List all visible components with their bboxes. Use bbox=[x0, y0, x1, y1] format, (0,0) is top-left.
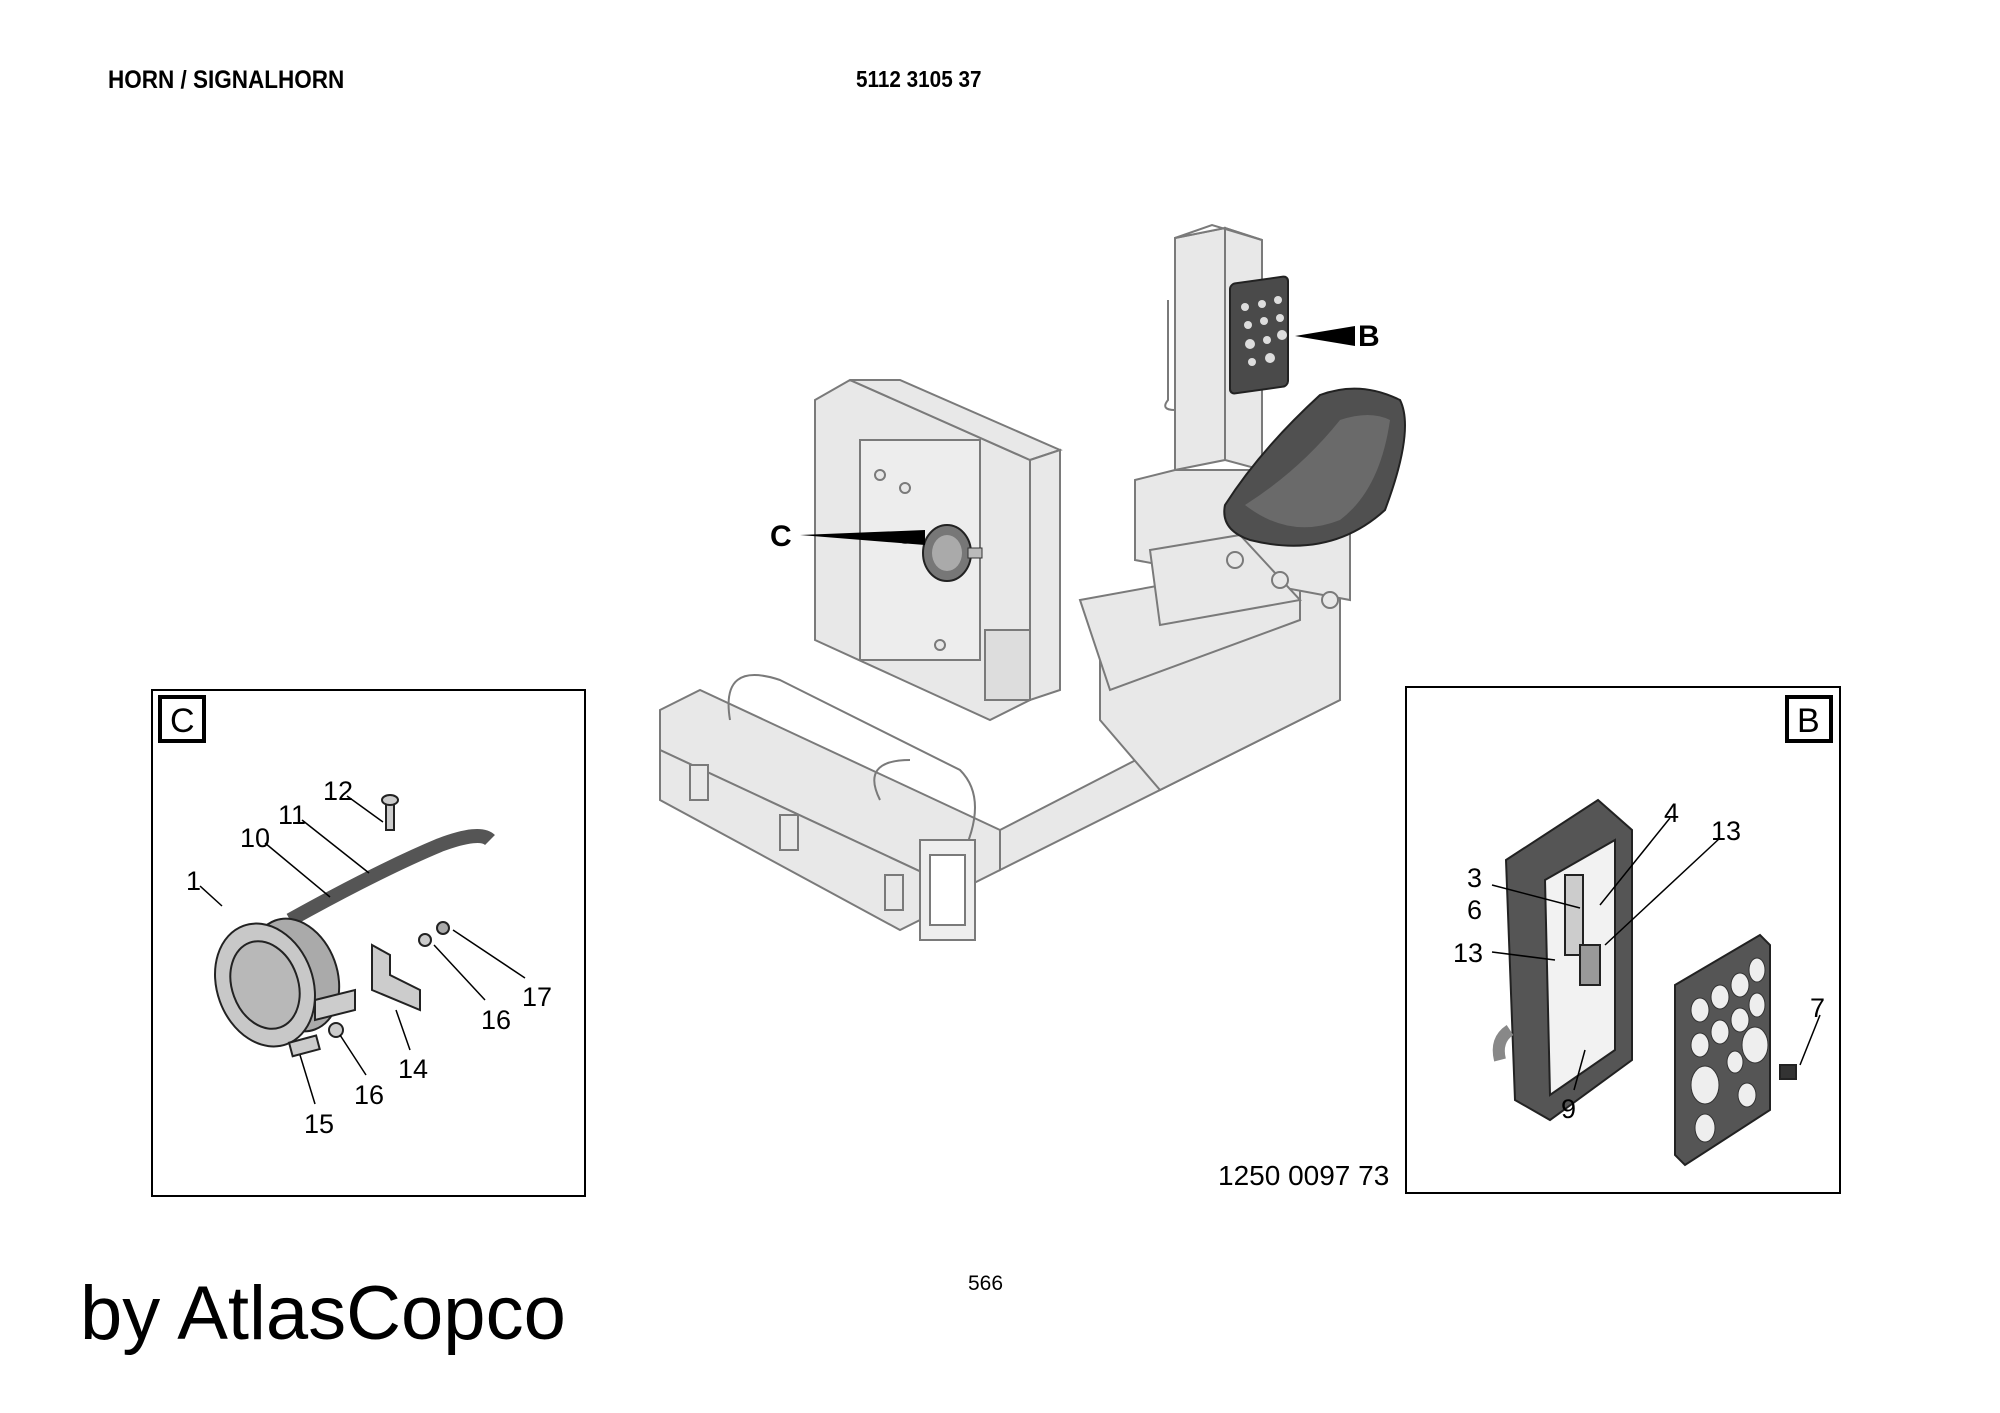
svg-text:10: 10 bbox=[240, 823, 270, 853]
page-title: HORN / SIGNALHORN bbox=[108, 66, 345, 94]
svg-text:13: 13 bbox=[1711, 816, 1741, 846]
detail-c-panel: C 12 11 10 1 17 bbox=[151, 689, 586, 1197]
callout-b: B bbox=[1295, 320, 1380, 353]
svg-text:13: 13 bbox=[1453, 938, 1483, 968]
svg-text:14: 14 bbox=[398, 1054, 428, 1084]
svg-text:15: 15 bbox=[304, 1109, 334, 1139]
svg-text:12: 12 bbox=[323, 776, 353, 806]
horn-part-illustration bbox=[214, 794, 495, 1058]
horn-location-illustration bbox=[922, 524, 983, 582]
page-number: 566 bbox=[968, 1272, 1004, 1295]
control-box-open-illustration bbox=[1492, 798, 1797, 1167]
detail-c-leaders bbox=[199, 795, 526, 1105]
svg-text:4: 4 bbox=[1664, 798, 1679, 828]
part-number: 5112 3105 37 bbox=[856, 66, 982, 92]
svg-text:11: 11 bbox=[278, 800, 306, 830]
detail-b-leaders bbox=[1491, 817, 1821, 1091]
drawing-number: 1250 0097 73 bbox=[1218, 1160, 1390, 1191]
svg-text:16: 16 bbox=[481, 1005, 511, 1035]
svg-text:C: C bbox=[170, 702, 195, 740]
svg-text:B: B bbox=[1358, 320, 1380, 353]
svg-text:1: 1 bbox=[186, 866, 201, 896]
svg-text:C: C bbox=[770, 520, 792, 553]
callout-c: C bbox=[770, 520, 925, 553]
svg-text:7: 7 bbox=[1810, 993, 1825, 1023]
svg-text:B: B bbox=[1797, 702, 1820, 740]
detail-b-panel: B 4 13 3 6 13 7 bbox=[1405, 686, 1841, 1194]
svg-text:16: 16 bbox=[354, 1080, 384, 1110]
brand-watermark: by AtlasCopco bbox=[80, 1271, 566, 1356]
control-box-illustration bbox=[1229, 275, 1289, 395]
svg-text:17: 17 bbox=[522, 982, 552, 1012]
svg-text:9: 9 bbox=[1561, 1094, 1576, 1124]
svg-text:3: 3 bbox=[1467, 863, 1482, 893]
svg-text:6: 6 bbox=[1467, 895, 1482, 925]
